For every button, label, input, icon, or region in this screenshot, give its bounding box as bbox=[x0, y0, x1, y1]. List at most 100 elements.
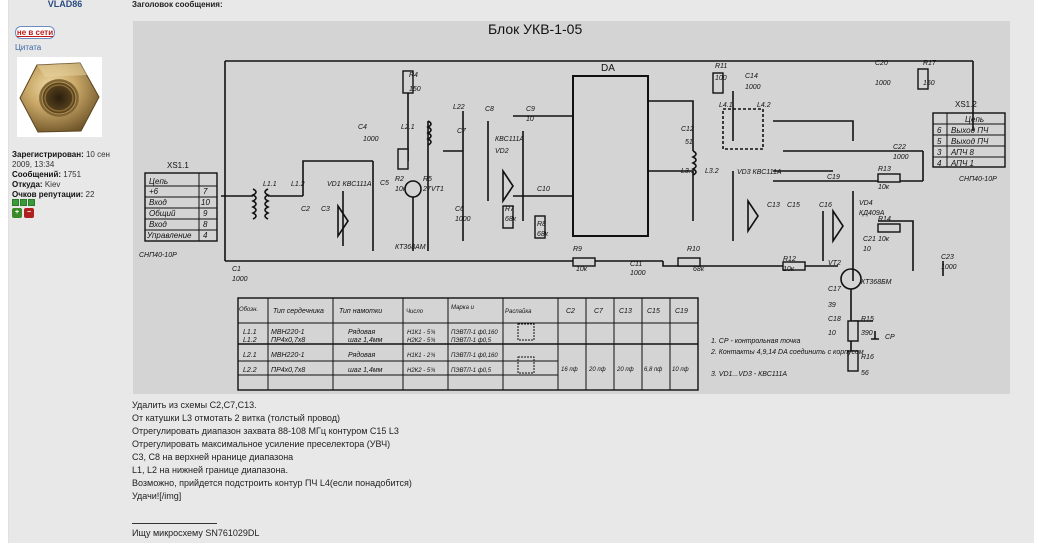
svg-text:6,8 пф: 6,8 пф bbox=[644, 367, 662, 373]
quote-link[interactable]: Цитата bbox=[15, 43, 42, 52]
svg-text:27: 27 bbox=[422, 186, 432, 193]
svg-text:10к: 10к bbox=[878, 236, 890, 243]
svg-text:C11: C11 bbox=[630, 261, 642, 268]
svg-text:Н2К2 - 5¾: Н2К2 - 5¾ bbox=[407, 368, 435, 374]
svg-text:L2.1: L2.1 bbox=[401, 124, 415, 131]
svg-text:Рядовая: Рядовая bbox=[348, 351, 375, 359]
reputation-minus-icon[interactable]: − bbox=[24, 208, 34, 218]
svg-text:16 пф: 16 пф bbox=[561, 367, 578, 373]
author-username[interactable]: VLAD86 bbox=[47, 0, 83, 9]
connector-right: XS1.2 Цепь 6 Выход ПЧ 5 Выход ПЧ 3 АПЧ 8… bbox=[932, 100, 1006, 183]
vhf-block-schematic: Блок УКВ-1-05 bbox=[133, 21, 1010, 394]
svg-text:C22: C22 bbox=[893, 144, 906, 151]
svg-text:КВС111А: КВС111А bbox=[495, 136, 524, 143]
body-line: Возможно, прийдется подстроить контур ПЧ… bbox=[132, 478, 412, 488]
schematic-image: Блок УКВ-1-05 bbox=[133, 21, 1010, 394]
post-body: Удалить из схемы С2,С7,С13. От катушки L… bbox=[132, 399, 1012, 503]
svg-text:C12: C12 bbox=[681, 126, 694, 133]
svg-text:Марка и: Марка и bbox=[451, 305, 475, 311]
svg-text:1000: 1000 bbox=[455, 216, 471, 223]
svg-text:1000: 1000 bbox=[875, 80, 891, 87]
svg-text:C19: C19 bbox=[827, 174, 840, 181]
svg-text:C2: C2 bbox=[566, 308, 575, 315]
svg-text:51: 51 bbox=[685, 139, 693, 146]
svg-text:Н1К1 - 5¾: Н1К1 - 5¾ bbox=[407, 330, 435, 336]
body-line: Удалить из схемы С2,С7,С13. bbox=[132, 400, 257, 410]
author-column: VLAD86 не в сети Цитата bbox=[9, 0, 121, 543]
body-line: Отрегулировать диапазон захвата 88-108 М… bbox=[132, 426, 399, 436]
rep-dot-icon bbox=[28, 199, 35, 206]
svg-text:КД409А: КД409А bbox=[859, 210, 885, 217]
svg-text:C15: C15 bbox=[647, 308, 660, 315]
svg-text:150: 150 bbox=[409, 86, 421, 93]
svg-text:C18: C18 bbox=[828, 316, 841, 323]
rep-dot-icon bbox=[20, 199, 27, 206]
svg-text:R15: R15 bbox=[861, 316, 874, 323]
svg-text:Н2К2 - 5¾: Н2К2 - 5¾ bbox=[407, 338, 435, 344]
schematic-notes: 1. СР - контрольная точка 2. Контакты 4,… bbox=[710, 338, 864, 378]
svg-text:Тип сердечника: Тип сердечника bbox=[273, 307, 324, 315]
svg-text:C1: C1 bbox=[232, 266, 241, 273]
signature-text: Ищу микросхему SN761029DL bbox=[132, 528, 260, 538]
svg-text:АПЧ 8: АПЧ 8 bbox=[950, 148, 975, 157]
svg-text:МВН220-1: МВН220-1 bbox=[271, 352, 305, 359]
svg-text:L1.2: L1.2 bbox=[291, 181, 305, 188]
svg-text:68к: 68к bbox=[505, 216, 517, 223]
svg-text:1000: 1000 bbox=[232, 276, 248, 283]
svg-text:2. Контакты 4,9,14 DA соединит: 2. Контакты 4,9,14 DA соединить с корпус… bbox=[710, 348, 864, 356]
svg-text:L4.2: L4.2 bbox=[757, 102, 771, 109]
svg-text:Обозн.: Обозн. bbox=[239, 307, 258, 313]
hex-nut-avatar-icon bbox=[17, 57, 102, 137]
body-line: С3, С8 на верхней нранице диапазона bbox=[132, 452, 294, 462]
svg-text:ПЭВТЛ-1 ф0,160: ПЭВТЛ-1 ф0,160 bbox=[451, 330, 498, 336]
svg-text:ПР4х0,7х8: ПР4х0,7х8 bbox=[271, 337, 305, 344]
svg-text:20 пф: 20 пф bbox=[588, 367, 606, 373]
svg-text:R12: R12 bbox=[783, 256, 796, 263]
svg-text:Распайка: Распайка bbox=[505, 308, 532, 315]
offline-status-badge[interactable]: не в сети bbox=[15, 26, 55, 39]
svg-text:R13: R13 bbox=[878, 166, 891, 173]
profile-posts: Сообщений: 1751 bbox=[12, 170, 82, 179]
svg-text:СНП40-10Р: СНП40-10Р bbox=[139, 252, 177, 259]
svg-text:Вход: Вход bbox=[149, 198, 167, 207]
svg-text:АПЧ 1: АПЧ 1 bbox=[950, 159, 974, 168]
svg-text:R8: R8 bbox=[537, 221, 546, 228]
svg-text:9: 9 bbox=[203, 209, 208, 218]
svg-text:VD4: VD4 bbox=[859, 200, 873, 207]
svg-text:10к: 10к bbox=[395, 186, 407, 193]
body-line: Отрегулировать максимальное усиление пре… bbox=[132, 439, 391, 449]
svg-text:L4.1: L4.1 bbox=[719, 102, 733, 109]
subject-label: Заголовок сообщения: bbox=[132, 0, 223, 9]
svg-text:L3.2: L3.2 bbox=[705, 168, 719, 175]
svg-text:L2.2: L2.2 bbox=[243, 367, 257, 374]
svg-text:КТ368БМ: КТ368БМ bbox=[861, 279, 892, 286]
reputation-buttons: + − bbox=[12, 208, 34, 218]
svg-text:Цепь: Цепь bbox=[149, 177, 168, 186]
svg-text:Общий: Общий bbox=[149, 209, 176, 218]
profile-location: Откуда: Kiev bbox=[12, 180, 61, 189]
svg-text:10: 10 bbox=[201, 198, 210, 207]
svg-text:XS1.1: XS1.1 bbox=[167, 161, 189, 170]
svg-text:Число: Число bbox=[406, 309, 424, 315]
svg-text:VT1: VT1 bbox=[431, 186, 444, 193]
svg-text:Н1К1 - 2¾: Н1К1 - 2¾ bbox=[407, 353, 435, 359]
svg-text:C7: C7 bbox=[594, 308, 604, 315]
svg-text:10: 10 bbox=[863, 246, 871, 253]
author-profile: Зарегистрирован: 10 сен 2009, 13:34 Сооб… bbox=[12, 150, 120, 200]
svg-text:VT2: VT2 bbox=[828, 260, 841, 267]
svg-text:C21: C21 bbox=[863, 236, 876, 243]
svg-text:ПР4х0,7х8: ПР4х0,7х8 bbox=[271, 367, 305, 374]
svg-text:Тип намотки: Тип намотки bbox=[339, 308, 382, 315]
svg-text:150: 150 bbox=[923, 80, 935, 87]
svg-text:Рядовая: Рядовая bbox=[348, 328, 375, 336]
svg-text:10: 10 bbox=[828, 330, 836, 337]
svg-text:R9: R9 bbox=[573, 246, 582, 253]
reputation-plus-icon[interactable]: + bbox=[12, 208, 22, 218]
svg-text:C23: C23 bbox=[941, 254, 954, 261]
svg-text:Выход ПЧ: Выход ПЧ bbox=[951, 137, 989, 146]
svg-text:1000: 1000 bbox=[893, 154, 909, 161]
svg-text:C16: C16 bbox=[819, 202, 832, 209]
svg-text:C20: C20 bbox=[875, 60, 888, 67]
svg-text:R17: R17 bbox=[923, 60, 937, 67]
svg-text:68к: 68к bbox=[693, 266, 705, 273]
